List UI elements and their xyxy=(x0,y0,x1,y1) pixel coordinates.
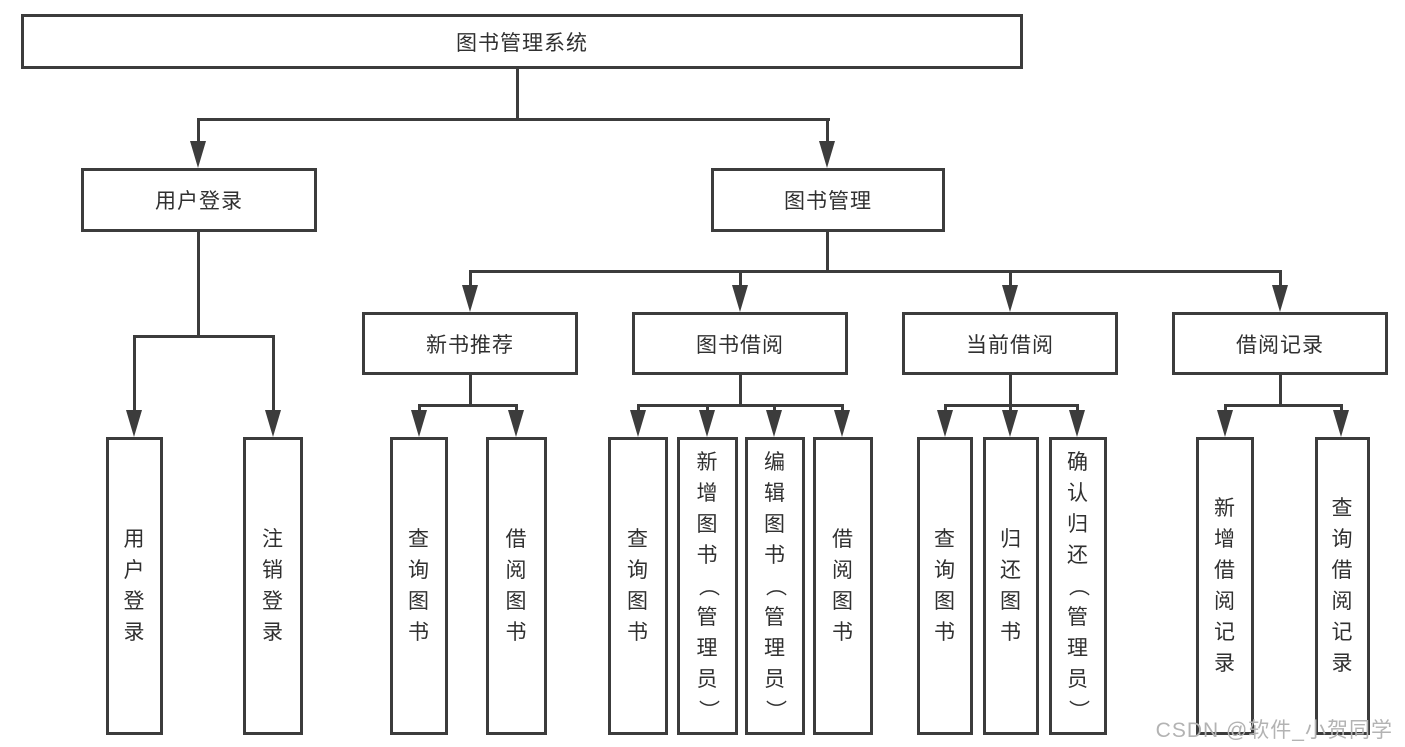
node-borrowing-records: 借阅记录 xyxy=(1172,312,1388,375)
leaf-logout: 注销登录 xyxy=(243,437,303,735)
leaf-query-books-current: 查询图书 xyxy=(917,437,973,735)
connector-stub xyxy=(826,118,829,144)
connector-stub xyxy=(1076,404,1079,414)
leaf-return-books: 归还图书 xyxy=(983,437,1039,735)
arrowhead-icon xyxy=(126,410,142,437)
node-root: 图书管理系统 xyxy=(21,14,1023,69)
arrowhead-icon xyxy=(508,410,524,437)
connector-root-bar xyxy=(197,118,830,121)
node-book-borrowing: 图书借阅 xyxy=(632,312,848,375)
connector-stub xyxy=(841,404,844,414)
connector-stub xyxy=(418,404,421,414)
leaf-add-borrow-record: 新增借阅记录 xyxy=(1196,437,1254,735)
connector-userlogin-bar xyxy=(133,335,275,338)
connector-userlogin-stem xyxy=(197,232,200,338)
connector-stub xyxy=(1279,270,1282,288)
leaf-query-books-borrowing: 查询图书 xyxy=(608,437,668,735)
connector-records-stem xyxy=(1279,375,1282,407)
leaf-query-borrow-record: 查询借阅记录 xyxy=(1315,437,1370,735)
connector-mgmt-stem xyxy=(826,232,829,273)
arrowhead-icon xyxy=(732,285,748,312)
arrowhead-icon xyxy=(265,410,281,437)
arrowhead-icon xyxy=(1002,285,1018,312)
leaf-borrow-books-borrowing: 借阅图书 xyxy=(813,437,873,735)
node-user-login: 用户登录 xyxy=(81,168,317,232)
connector-borrowing-bar xyxy=(637,404,844,407)
connector-stub xyxy=(1009,270,1012,288)
arrowhead-icon xyxy=(1217,410,1233,437)
connector-stub xyxy=(706,404,709,414)
arrowhead-icon xyxy=(699,410,715,437)
arrowhead-icon xyxy=(937,410,953,437)
arrowhead-icon xyxy=(766,410,782,437)
connector-mgmt-bar xyxy=(469,270,1281,273)
connector-stub xyxy=(944,404,947,414)
leaf-query-books-recommend: 查询图书 xyxy=(390,437,448,735)
leaf-user-login: 用户登录 xyxy=(106,437,163,735)
csdn-watermark: CSDN @软件_小贺同学 xyxy=(1155,719,1393,742)
arrowhead-icon xyxy=(819,141,835,168)
connector-stub xyxy=(197,118,200,144)
arrowhead-icon xyxy=(1069,410,1085,437)
leaf-borrow-books-recommend: 借阅图书 xyxy=(486,437,547,735)
arrowhead-icon xyxy=(462,285,478,312)
connector-stub xyxy=(515,404,518,414)
arrowhead-icon xyxy=(1333,410,1349,437)
connector-records-bar xyxy=(1224,404,1343,407)
connector-recommend-stem xyxy=(469,375,472,407)
connector-stub xyxy=(272,335,275,412)
arrowhead-icon xyxy=(190,141,206,168)
node-current-borrowing: 当前借阅 xyxy=(902,312,1118,375)
connector-recommend-bar xyxy=(418,404,518,407)
connector-current-stem xyxy=(1009,375,1012,407)
arrowhead-icon xyxy=(1272,285,1288,312)
connector-stub xyxy=(637,404,640,414)
leaf-edit-books-admin: 编辑图书（管理员） xyxy=(745,437,805,735)
connector-stub xyxy=(133,335,136,412)
leaf-add-books-admin: 新增图书（管理员） xyxy=(677,437,738,735)
connector-stub xyxy=(1009,404,1012,414)
arrowhead-icon xyxy=(834,410,850,437)
connector-stub xyxy=(773,404,776,414)
connector-borrowing-stem xyxy=(739,375,742,407)
arrowhead-icon xyxy=(630,410,646,437)
connector-stub xyxy=(1340,404,1343,414)
arrowhead-icon xyxy=(411,410,427,437)
connector-stub xyxy=(739,270,742,288)
node-new-book-recommend: 新书推荐 xyxy=(362,312,578,375)
connector-stub xyxy=(469,270,472,288)
connector-root-stem xyxy=(516,69,519,121)
connector-stub xyxy=(1224,404,1227,414)
node-book-management: 图书管理 xyxy=(711,168,945,232)
arrowhead-icon xyxy=(1002,410,1018,437)
leaf-confirm-return-admin: 确认归还（管理员） xyxy=(1049,437,1107,735)
